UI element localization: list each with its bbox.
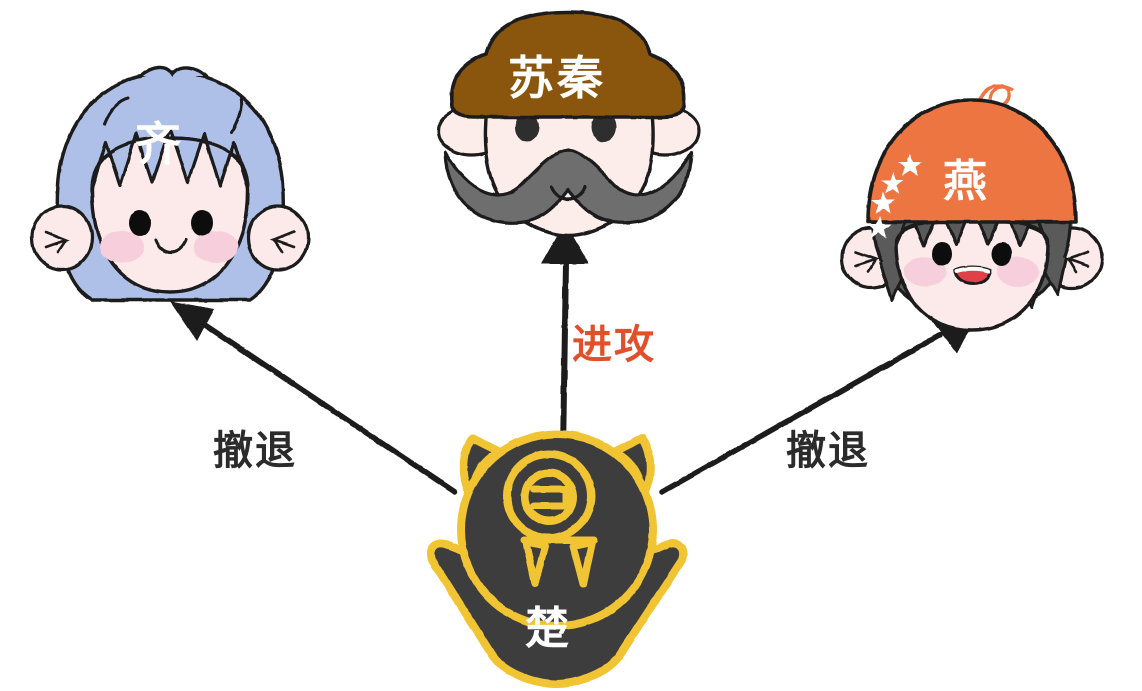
node-yan[interactable] [840, 84, 1104, 332]
node-suqin[interactable] [436, 10, 701, 238]
edge-label-retreat-left: 撤退 [213, 428, 297, 474]
edge-chu-to-suqin [541, 222, 589, 455]
edge-chu-to-qi [170, 301, 458, 495]
node-chu[interactable] [427, 430, 687, 688]
edge-label-retreat-right: 撤退 [786, 428, 870, 474]
edge-label-attack: 进攻 [572, 322, 656, 368]
node-qi[interactable] [30, 65, 310, 302]
cap-stars [867, 154, 922, 238]
